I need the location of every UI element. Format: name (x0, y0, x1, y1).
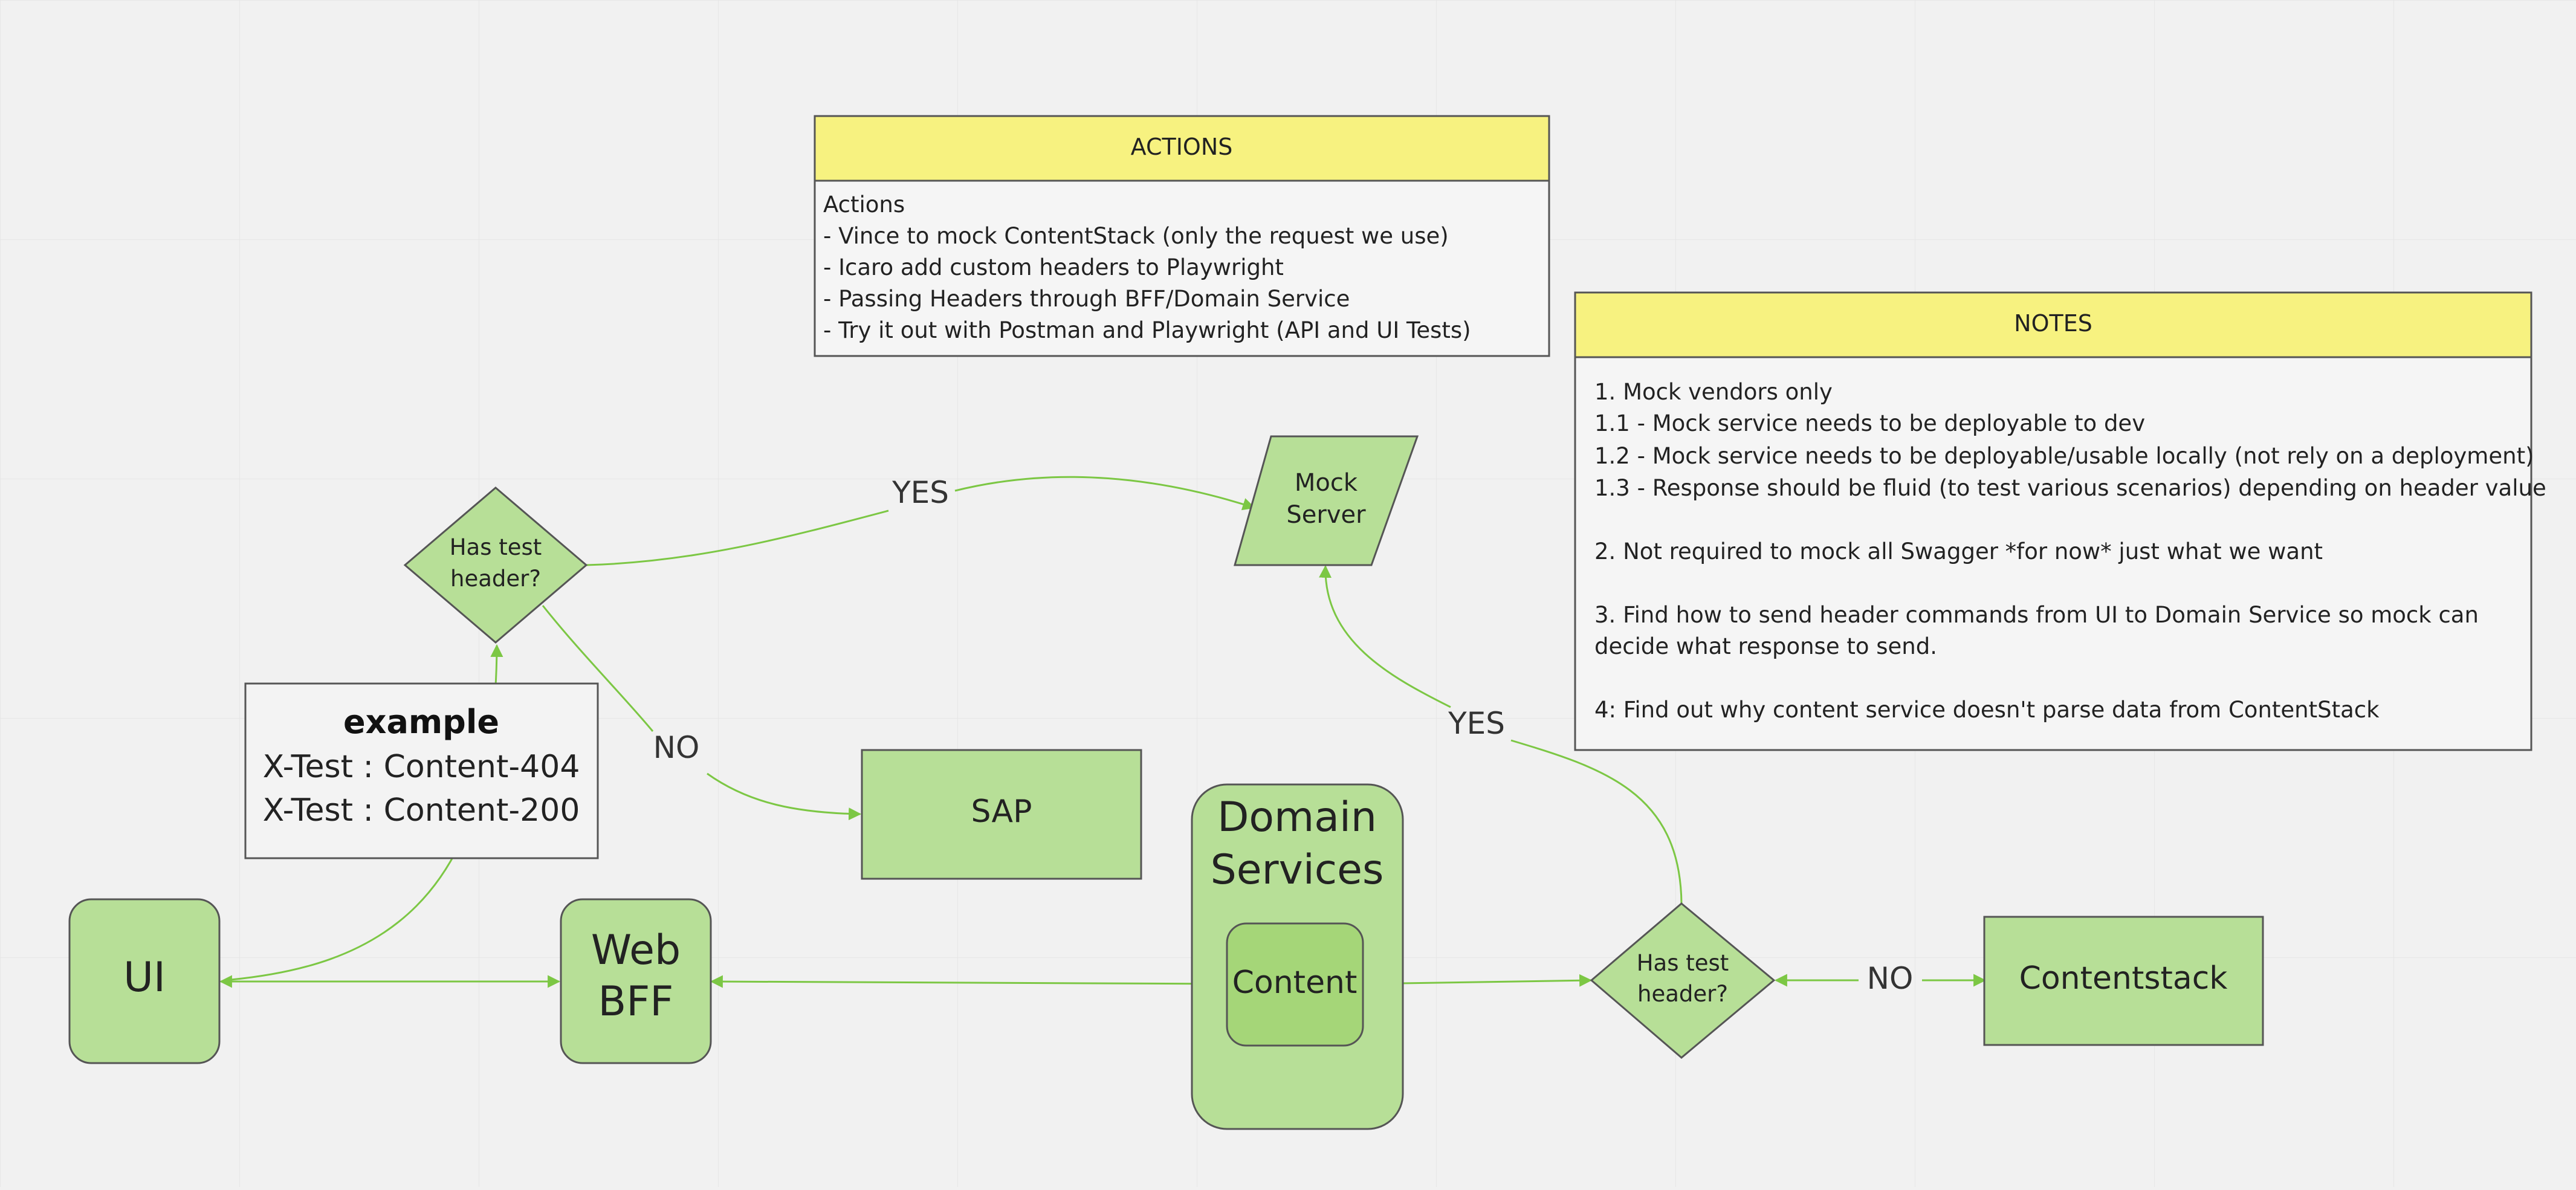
example-line: X-Test : Content-200 (263, 792, 580, 829)
node-decision-left-shape (403, 487, 588, 644)
node-content-label: Content (1232, 965, 1358, 1001)
edge-label-no-left: NO (653, 730, 700, 765)
actions-line: - Try it out with Postman and Playwright… (823, 317, 1471, 343)
edge-label-yes-right: YES (1448, 706, 1505, 741)
edge-decision-right-yes[interactable] (1510, 739, 1683, 904)
node-web-bff-label: Web (591, 926, 681, 974)
example-title: example (343, 703, 499, 741)
node-sap-label: SAP (971, 794, 1032, 830)
actions-card[interactable]: ACTIONS Actions - Vince to mock ContentS… (814, 115, 1550, 357)
notes-line: 1. Mock vendors only (1594, 379, 1833, 405)
node-contentstack[interactable]: Contentstack (1983, 916, 2264, 1046)
node-ui[interactable]: UI (68, 898, 221, 1064)
node-mock-server-label: Mock (1295, 469, 1358, 497)
notes-header: NOTES (2014, 310, 2092, 337)
actions-header: ACTIONS (1131, 134, 1233, 160)
node-decision-right-label: Has test (1637, 950, 1729, 976)
edge-decision-left-no[interactable] (542, 605, 654, 732)
node-contentstack-shape (1983, 916, 2264, 1046)
node-domain-services-label: Domain (1217, 794, 1377, 841)
edge-no-sap[interactable] (707, 772, 862, 821)
node-content[interactable]: Content (1226, 922, 1364, 1047)
notes-header-bg (1574, 291, 2532, 358)
edge-decision-left-yes[interactable] (586, 509, 889, 566)
node-decision-left[interactable]: Has test header? (403, 487, 588, 644)
node-mock-server-shape (1234, 435, 1419, 566)
notes-line: 1.3 - Response should be fluid (to test … (1594, 475, 2546, 501)
node-decision-right-shape (1590, 902, 1776, 1059)
node-decision-left-label: header? (450, 566, 541, 592)
notes-line: 1.1 - Mock service needs to be deployabl… (1594, 410, 2145, 436)
notes-line: 1.2 - Mock service needs to be deployabl… (1594, 443, 2534, 469)
notes-body-bg (1574, 356, 2532, 751)
actions-line: Actions (823, 192, 905, 218)
actions-line: - Icaro add custom headers to Playwright (823, 254, 1284, 280)
node-decision-left-label: Has test (450, 534, 542, 560)
node-web-bff-shape (560, 898, 712, 1064)
edge-yes-mockserver-right[interactable] (1319, 564, 1451, 708)
node-ui-label: UI (123, 954, 166, 1001)
actions-line: - Passing Headers through BFF/Domain Ser… (823, 286, 1350, 312)
edge-label-no-right: NO (1867, 961, 1914, 996)
node-mock-server-label: Server (1286, 501, 1366, 529)
node-mock-server[interactable]: Mock Server (1234, 435, 1419, 566)
example-bg (244, 682, 599, 859)
node-ui-shape (68, 898, 221, 1064)
node-web-bff[interactable]: Web BFF (560, 898, 712, 1064)
node-sap-shape (861, 749, 1142, 880)
edge-webbff-content[interactable] (710, 975, 1229, 991)
edge-label-yes-top: YES (892, 475, 949, 510)
example-line: X-Test : Content-404 (263, 749, 580, 785)
node-web-bff-label: BFF (598, 978, 674, 1026)
node-decision-right[interactable]: Has test header? (1590, 902, 1776, 1059)
example-card[interactable]: example X-Test : Content-404 X-Test : Co… (244, 682, 599, 859)
notes-card[interactable]: NOTES 1. Mock vendors only 1.1 - Mock se… (1574, 291, 2546, 751)
actions-body-bg (814, 179, 1550, 357)
actions-header-bg (814, 115, 1550, 182)
node-decision-right-label: header? (1637, 981, 1728, 1007)
node-sap[interactable]: SAP (861, 749, 1142, 880)
node-domain-services-label: Services (1211, 846, 1384, 894)
notes-line: 3. Find how to send header commands from… (1594, 602, 2479, 628)
notes-line: decide what response to send. (1594, 633, 1937, 659)
notes-line: 4: Find out why content service doesn't … (1594, 697, 2380, 723)
node-contentstack-label: Contentstack (2019, 960, 2228, 997)
notes-line: 2. Not required to mock all Swagger *for… (1594, 538, 2323, 564)
actions-line: - Vince to mock ContentStack (only the r… (823, 223, 1449, 249)
node-content-shape (1226, 922, 1364, 1047)
edge-yes-mockserver[interactable] (954, 476, 1255, 511)
